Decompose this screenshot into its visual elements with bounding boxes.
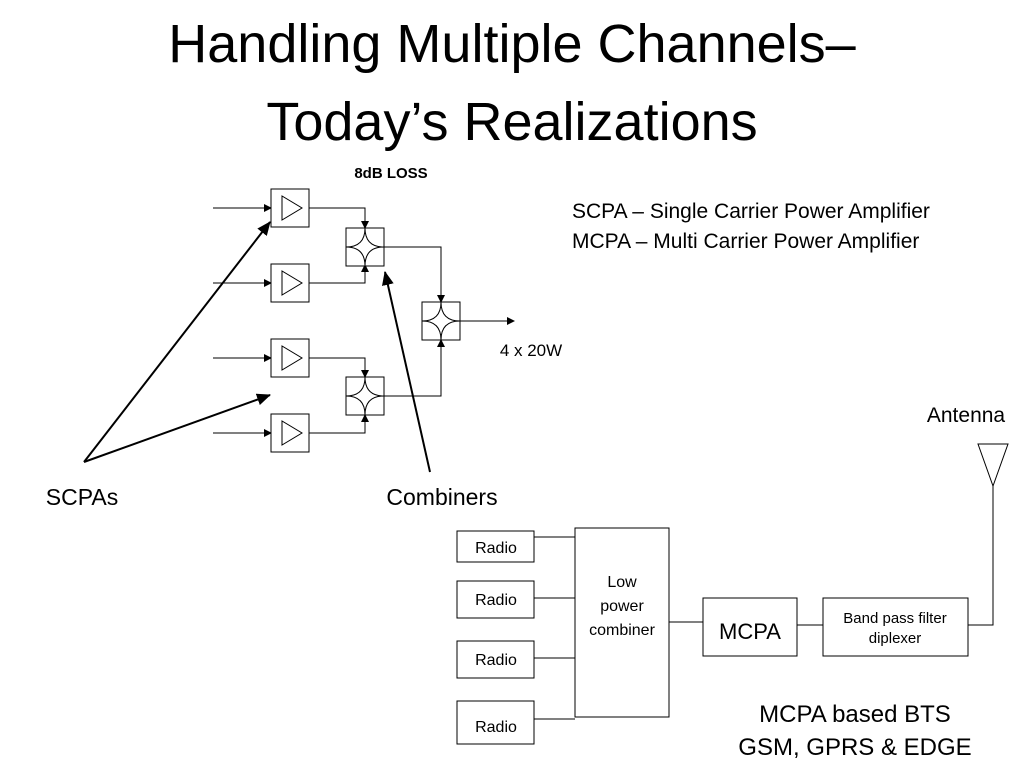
bts-caption-line-1: MCPA based BTS	[759, 701, 951, 728]
scpas-label: SCPAs	[46, 484, 118, 510]
combiner-line-2: power	[600, 598, 644, 615]
scpa-amplifier-3	[213, 338, 310, 378]
radio-label: Radio	[475, 592, 517, 609]
low-power-combiner: Low power combiner	[574, 527, 703, 718]
scpa-amplifier-4	[213, 413, 310, 453]
mcpa-label: MCPA	[719, 619, 781, 644]
radio-block-4: Radio	[456, 700, 575, 745]
antenna-label: Antenna	[927, 404, 1006, 427]
bts-caption-line-2: GSM, GPRS & EDGE	[738, 734, 971, 761]
filter-line-2: diplexer	[869, 630, 922, 647]
combiners-pointer-arrow	[382, 271, 431, 473]
radio-block-3: Radio	[456, 640, 575, 679]
combiner-line-3: combiner	[589, 622, 655, 639]
combiners-label: Combiners	[386, 484, 497, 510]
radio-label: Radio	[475, 719, 517, 736]
scpa-amplifier-1	[213, 188, 310, 228]
scpas-pointer-arrows	[83, 221, 271, 463]
radio-label: Radio	[475, 652, 517, 669]
scpa-combiner-tree: 8dB LOSS	[46, 165, 562, 510]
scpa-amplifier-2	[213, 263, 310, 303]
loss-label: 8dB LOSS	[354, 165, 427, 182]
title-line-2: Today’s Realizations	[266, 92, 758, 152]
mcpa-block: MCPA	[702, 597, 823, 657]
mcpa-definition: MCPA – Multi Carrier Power Amplifier	[572, 230, 919, 253]
scpa-definition: SCPA – Single Carrier Power Amplifier	[572, 200, 930, 223]
acronym-legend: SCPA – Single Carrier Power Amplifier MC…	[572, 200, 930, 253]
title-line-1: Handling Multiple Channels–	[168, 14, 856, 74]
band-pass-filter-block: Band pass filter diplexer	[822, 470, 994, 657]
output-power-label: 4 x 20W	[500, 341, 562, 360]
combiner-line-1: Low	[607, 574, 637, 591]
antenna: Antenna	[927, 404, 1009, 488]
combiner-a	[309, 207, 385, 284]
radio-label: Radio	[475, 540, 517, 557]
combiner-b	[309, 357, 385, 434]
radio-block-2: Radio	[456, 580, 575, 619]
filter-line-1: Band pass filter	[843, 610, 946, 627]
combiner-c	[384, 246, 515, 397]
radio-block-1: Radio	[456, 530, 575, 563]
mcpa-bts-diagram: Radio Radio Radio Radio Low	[456, 404, 1009, 761]
